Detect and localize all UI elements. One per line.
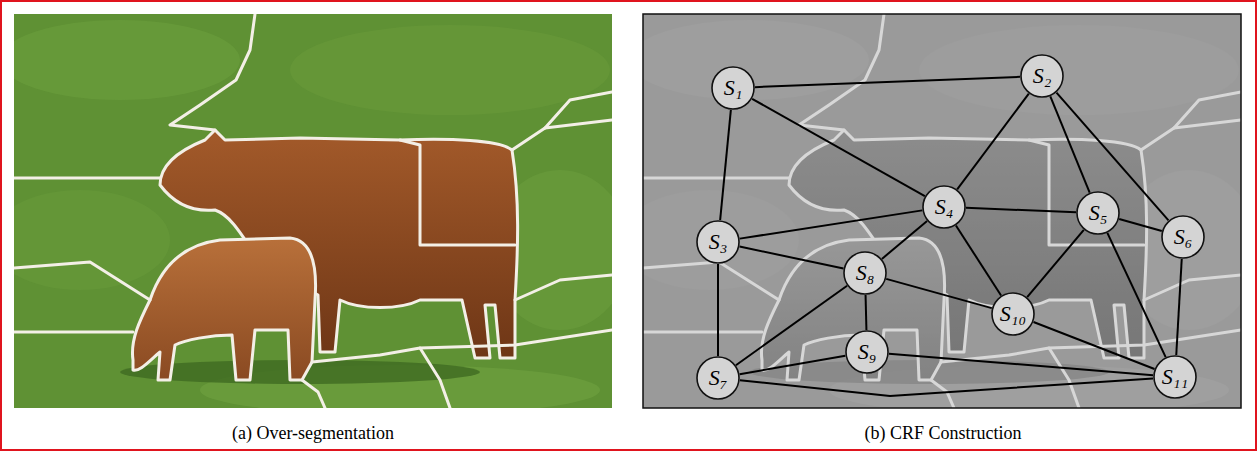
gray-panel [619, 14, 1257, 415]
node-label: S₄ [935, 196, 954, 218]
graph-edge [1107, 233, 1165, 357]
crf-node: S₁₀ [991, 292, 1035, 336]
node-label: S₆ [1174, 226, 1193, 248]
graph-edge [717, 264, 719, 356]
node-label: S₂ [1033, 65, 1052, 87]
node-label: S₁ [724, 77, 743, 99]
crf-node: S₁ [711, 66, 755, 110]
crf-node: S₇ [696, 356, 740, 400]
crf-node: S₄ [922, 185, 966, 229]
graph-edge [1027, 230, 1084, 297]
panel-caption: (b) CRF Construction [864, 424, 1021, 444]
photo-panel [14, 14, 612, 408]
panel-caption: (a) Over-segmentation [232, 424, 394, 444]
graph-edge [1034, 322, 1155, 369]
crf-node: S₆ [1161, 215, 1205, 259]
node-label: S₁₀ [1000, 303, 1026, 325]
graph-edge [882, 221, 927, 259]
crf-node: S₁₁ [1153, 355, 1197, 399]
graph-edge [740, 378, 1153, 396]
graph-edge [1119, 219, 1162, 231]
node-label: S₉ [858, 341, 877, 363]
crf-node: S₅ [1076, 191, 1120, 235]
crf-node: S₉ [845, 330, 889, 374]
node-label: S₃ [709, 231, 728, 253]
graph-edge [865, 295, 868, 330]
graph-edge [736, 286, 847, 365]
graph-edge [886, 279, 992, 308]
graph-edge [966, 208, 1076, 212]
crf-node: S₃ [696, 220, 740, 264]
graph-edge [752, 99, 925, 196]
node-label: S₈ [856, 262, 875, 284]
graph-edge [1050, 96, 1089, 192]
graph-edge [957, 94, 1029, 190]
graph-edge [755, 77, 1020, 87]
node-label: S₁₁ [1162, 366, 1188, 388]
graph-edge [720, 110, 731, 220]
graph-edge [740, 210, 923, 238]
graph-edge [956, 225, 1001, 295]
crf-node: S₈ [843, 251, 887, 295]
graph-edge [1176, 259, 1181, 355]
node-label: S₅ [1089, 202, 1108, 224]
graph-edge [889, 354, 1153, 375]
graph-edge [740, 356, 846, 374]
graph-edge [740, 247, 844, 269]
crf-node: S₂ [1020, 54, 1064, 98]
node-label: S₇ [709, 367, 728, 389]
